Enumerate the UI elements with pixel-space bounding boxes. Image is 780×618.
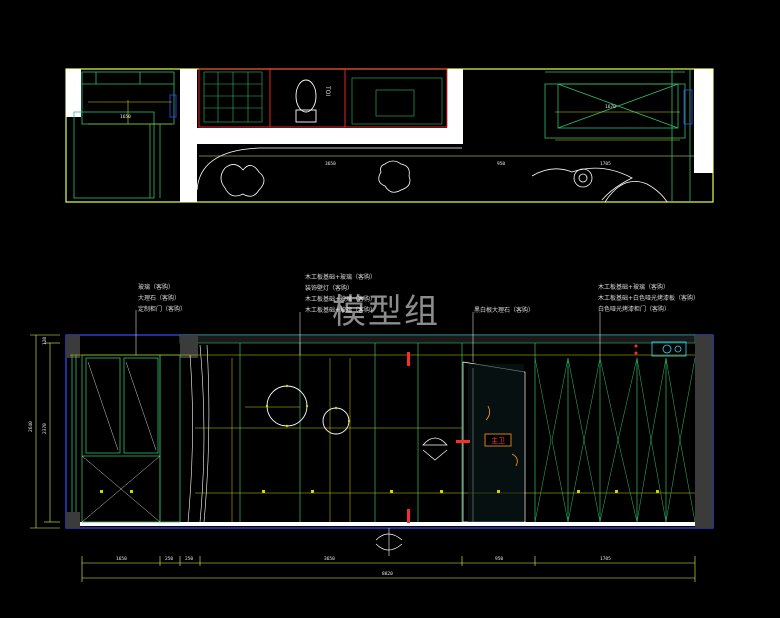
plan-wall-right bbox=[694, 69, 713, 173]
note-right-2: 木工板基础+白色哑光烤漆板（客购） bbox=[598, 294, 699, 302]
round-mirror-large bbox=[266, 385, 308, 427]
notes-right: 木工板基础+玻璃（客购） 木工板基础+白色哑光烤漆板（客购） 白色哑光烤漆柜门（… bbox=[598, 283, 699, 313]
plan-wall-band bbox=[180, 128, 462, 144]
note-center-4: 木工板基础+玻璃（客购） bbox=[305, 306, 376, 314]
plan-dim-1: 1650 bbox=[120, 114, 131, 120]
notes-center: 木工板基础+玻璃（客购） 装饰壁灯（客购） 木工板基础+玻璃（客购） 木工板基础… bbox=[305, 273, 376, 314]
height-dim-total: 2640 bbox=[28, 421, 34, 432]
ceiling-band bbox=[179, 334, 696, 344]
note-marble: 黑白根大理石（客购） bbox=[474, 306, 534, 314]
bottom-dim-5: 950 bbox=[495, 556, 503, 562]
note-right-1: 木工板基础+玻璃（客购） bbox=[598, 283, 669, 291]
note-center-3: 木工板基础+玻璃（客购） bbox=[305, 295, 376, 303]
bottom-dim-1: 1650 bbox=[116, 556, 127, 562]
note-right-3: 白色哑光烤漆柜门（客购） bbox=[598, 305, 670, 313]
elevation-view: 主卫 bbox=[28, 273, 714, 582]
round-mirror-small bbox=[322, 407, 350, 435]
plan-view: TOI bbox=[65, 68, 714, 203]
plan-wall-left bbox=[66, 69, 81, 117]
bottom-dim-2: 250 bbox=[165, 556, 173, 562]
room-tag: 主卫 bbox=[484, 433, 512, 447]
room-tag-label: 主卫 bbox=[491, 436, 505, 445]
equipment-icon bbox=[651, 341, 687, 357]
note-center-1: 木工板基础+玻璃（客购） bbox=[305, 273, 376, 281]
svg-text:TOI: TOI bbox=[324, 85, 331, 96]
note-center-2: 装饰壁灯（客购） bbox=[305, 284, 353, 292]
plan-dim-4: 1705 bbox=[600, 161, 611, 167]
height-dim-ceiling: 2370 bbox=[42, 423, 48, 434]
height-dim-top: 120 bbox=[42, 337, 48, 345]
watermark: 模型组 bbox=[332, 292, 440, 332]
floor-line bbox=[80, 522, 695, 526]
note-left-2: 大理石（客购） bbox=[138, 294, 180, 302]
plan-dim-2: 3650 bbox=[325, 161, 336, 167]
plan-wall-block-2 bbox=[447, 69, 463, 144]
notes-left: 玻璃（客购） 大理石（客购） 定制柜门（客购） bbox=[138, 283, 186, 313]
plan-dim-5: 1670 bbox=[605, 104, 616, 110]
bottom-dim-3: 250 bbox=[185, 556, 193, 562]
total-width-dim: 8820 bbox=[382, 571, 393, 577]
bottom-dim-6: 1705 bbox=[600, 556, 611, 562]
plan-dimensions: 1650 3650 950 1705 1670 bbox=[120, 104, 616, 167]
plan-dim-3: 950 bbox=[497, 161, 505, 167]
bottom-dim-4: 3650 bbox=[324, 556, 335, 562]
bottom-dimensions: 1650 250 250 3650 950 1705 8820 bbox=[116, 556, 611, 577]
note-left-3: 定制柜门（客购） bbox=[138, 305, 186, 313]
note-left-1: 玻璃（客购） bbox=[138, 283, 174, 291]
